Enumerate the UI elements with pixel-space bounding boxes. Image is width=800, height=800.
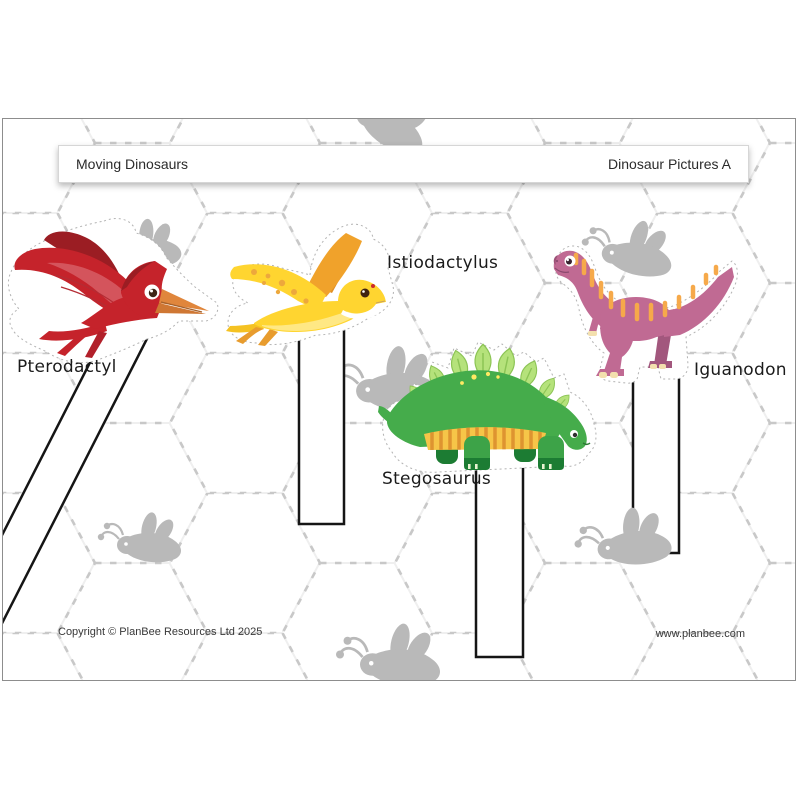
worksheet-title: Moving Dinosaurs: [76, 156, 189, 172]
iguanodon-illustration: [553, 245, 738, 384]
eye: [360, 288, 370, 298]
wing: [306, 233, 362, 297]
istiodactylus-illustration: [226, 223, 394, 346]
wing: [14, 247, 140, 321]
label-stegosaurus: Stegosaurus: [382, 469, 492, 489]
stegosaurus-legs: [464, 436, 564, 470]
hind-leg: [600, 306, 635, 371]
copyright-text: Copyright © PlanBee Resources Ltd 2025: [58, 626, 263, 638]
craft-stick-istiodactylus: [297, 312, 346, 526]
title-bar: Moving Dinosaurs Dinosaur Pictures A: [58, 145, 749, 183]
worksheet-scene: [3, 119, 795, 680]
head: [338, 279, 386, 314]
stegosaurus-illustration: [378, 341, 597, 473]
craft-stick-stegosaurus: [474, 453, 525, 659]
body: [386, 370, 562, 447]
back-stripes: [573, 252, 719, 322]
label-istiodactylus: Istiodactylus: [387, 253, 499, 273]
label-iguanodon: Iguanodon: [694, 360, 787, 380]
website-text: www.planbee.com: [655, 628, 745, 640]
tail: [664, 267, 734, 337]
worksheet-subtitle: Dinosaur Pictures A: [608, 156, 731, 172]
worksheet-page: Moving Dinosaurs Dinosaur Pictures A Pte…: [2, 118, 796, 681]
pterodactyl-illustration: [7, 218, 219, 364]
label-pterodactyl: Pterodactyl: [17, 357, 117, 377]
beak: [159, 289, 209, 311]
